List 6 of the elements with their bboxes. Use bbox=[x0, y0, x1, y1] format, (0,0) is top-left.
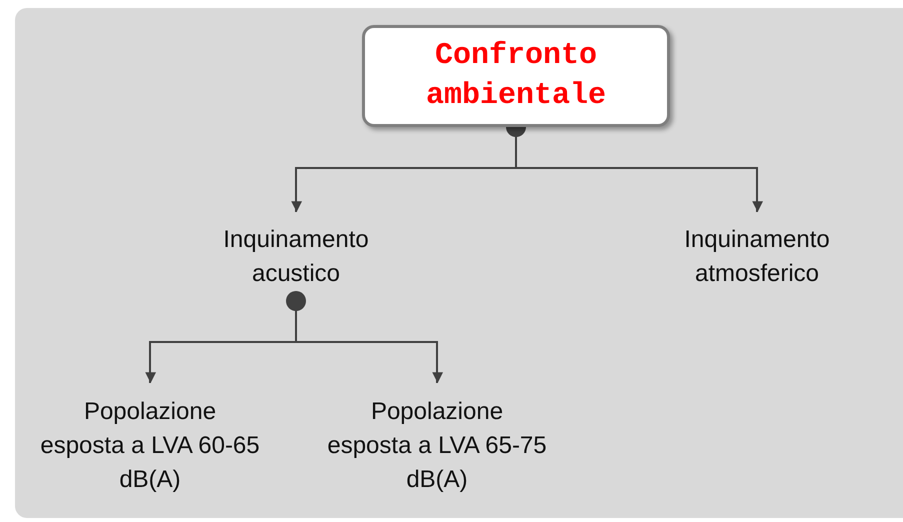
title-text: Confronto ambientale bbox=[424, 38, 608, 115]
category-label: Popolazione esposta a LVA 65-75 dB(A) bbox=[327, 397, 547, 495]
category-label: Popolazione esposta a LVA 60-65 dB(A) bbox=[40, 397, 260, 495]
title-box bbox=[362, 25, 670, 127]
category-label: Inquinamento atmosferico bbox=[683, 225, 831, 289]
category-label: Inquinamento acustico bbox=[222, 225, 370, 289]
